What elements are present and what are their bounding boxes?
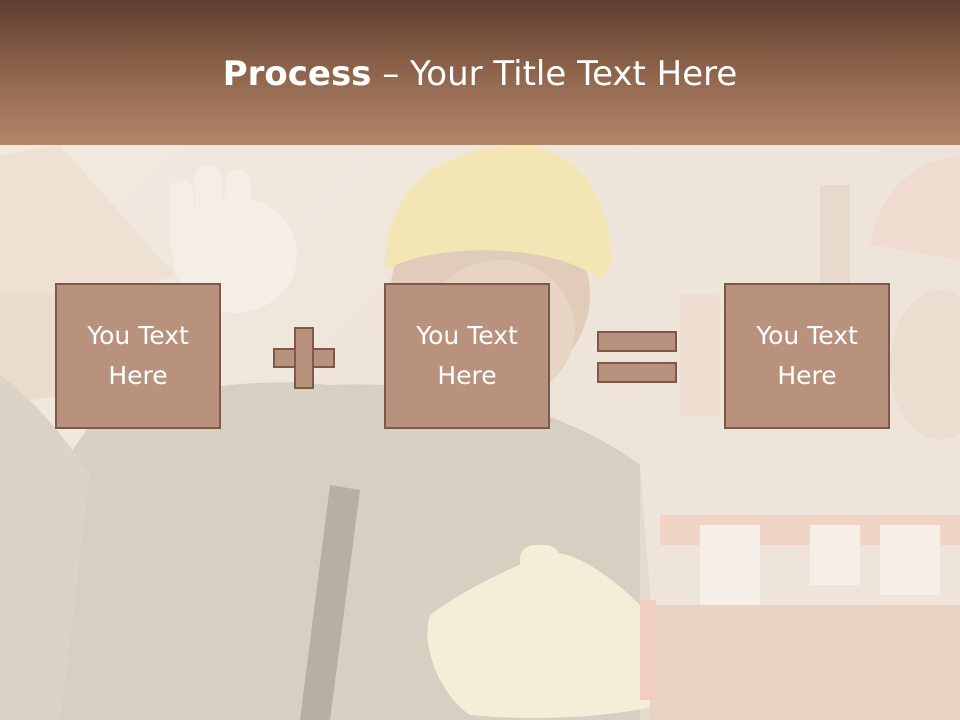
slide-title-bold: Process: [222, 54, 372, 94]
background-photo: [0, 145, 960, 720]
process-box-2[interactable]: You Text Here: [384, 283, 550, 429]
title-band: Process – Your Title Text Here: [0, 0, 960, 145]
slide-title-rest: – Your Title Text Here: [371, 54, 738, 94]
process-box-3[interactable]: You Text Here: [724, 283, 890, 429]
process-box-2-text: You Text Here: [416, 321, 518, 390]
equals-icon: [597, 331, 677, 383]
process-box-1-text: You Text Here: [87, 321, 189, 390]
process-box-1[interactable]: You Text Here: [55, 283, 221, 429]
process-box-3-text: You Text Here: [756, 321, 858, 390]
plus-icon: [273, 327, 335, 389]
photo-wash-overlay: [0, 145, 960, 720]
slide-title[interactable]: Process – Your Title Text Here: [0, 52, 960, 96]
